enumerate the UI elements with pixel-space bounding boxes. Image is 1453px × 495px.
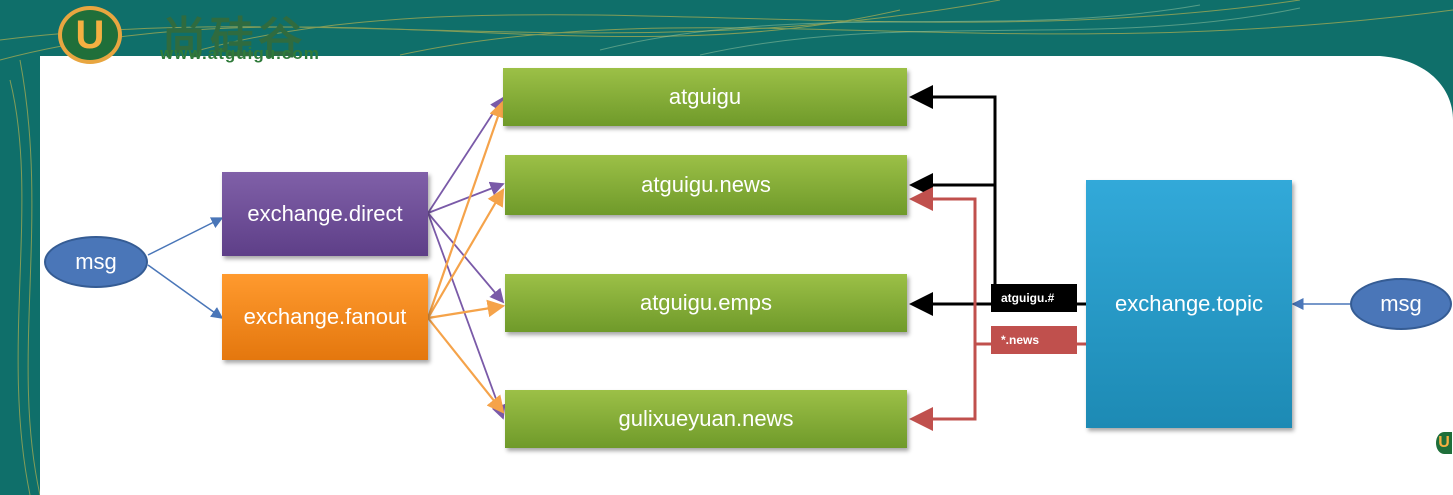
link-msg-fanout xyxy=(147,264,224,319)
queue-atguigu-emps: atguigu.emps xyxy=(505,274,907,332)
exchange-fanout-node: exchange.fanout xyxy=(222,274,428,360)
link-direct-q1 xyxy=(427,96,504,214)
logo-url-text: www.atguigu.com xyxy=(160,44,320,63)
queue-atguigu: atguigu xyxy=(503,68,907,126)
queue-atguigu-news: atguigu.news xyxy=(505,155,907,215)
routing-key-hash-label: atguigu.# xyxy=(991,284,1077,312)
link-fanout-q3 xyxy=(427,299,506,320)
link-msg-direct xyxy=(147,217,224,256)
exchange-direct-node: exchange.direct xyxy=(222,172,428,256)
logo-letter: U xyxy=(75,12,105,57)
link-fanout-q1 xyxy=(426,99,507,319)
link-direct-q4 xyxy=(427,212,506,420)
logo-u-icon: U xyxy=(58,6,122,64)
msg-right-node: msg xyxy=(1350,278,1452,330)
msg-left-node: msg xyxy=(44,236,148,288)
routing-key-star-label: *.news xyxy=(991,326,1077,354)
link-fanout-q4 xyxy=(427,317,505,414)
link-direct-q3 xyxy=(427,212,505,304)
logo-chinese-text: 尚硅谷 xyxy=(162,13,306,64)
small-logo-icon: U xyxy=(1436,432,1452,454)
link-topic-star-guli xyxy=(909,344,977,431)
queue-gulixueyuan-news: gulixueyuan.news xyxy=(505,390,907,448)
link-topic-star-trunk xyxy=(909,187,1086,346)
link-fanout-q2 xyxy=(427,188,505,319)
exchange-topic-node: exchange.topic xyxy=(1086,180,1292,428)
